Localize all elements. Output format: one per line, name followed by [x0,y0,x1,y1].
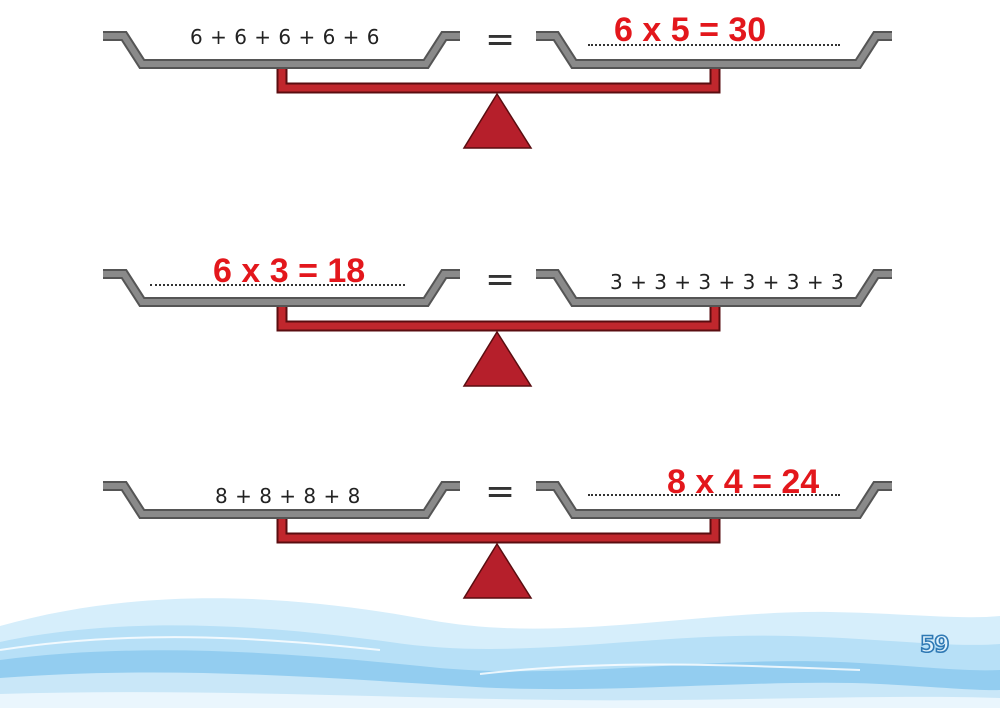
answer-line [588,44,840,46]
balance-scale-frame [103,481,892,599]
balance-scale-3: 8 + 8 + 8 + 8 = 8 x 4 = 24 [0,465,1000,634]
answer-line [588,494,840,496]
equals-sign: = [485,471,516,512]
balance-scale-1: 6 + 6 + 6 + 6 + 6 = 6 x 5 = 30 [0,13,1000,184]
left-expression: 6 + 6 + 6 + 6 + 6 [190,25,381,49]
triangle-fulcrum-icon [462,542,533,599]
page-number: 59 [919,632,950,659]
equals-sign: = [485,259,516,300]
answer-line [150,284,405,286]
right-answer[interactable]: 6 x 5 = 30 [614,11,767,49]
balance-scale-2: 6 x 3 = 18 = 3 + 3 + 3 + 3 + 3 + 3 [0,254,1000,422]
right-answer[interactable]: 8 x 4 = 24 [667,463,820,501]
right-expression: 3 + 3 + 3 + 3 + 3 + 3 [610,270,845,294]
triangle-fulcrum-icon [462,330,533,387]
left-answer[interactable]: 6 x 3 = 18 [213,252,366,290]
balance-scale-frame [103,269,892,387]
decorative-waves [0,598,1000,708]
equals-sign: = [485,19,516,60]
triangle-fulcrum-icon [462,92,533,149]
left-expression: 8 + 8 + 8 + 8 [215,484,361,508]
balance-scale-frame [103,31,892,149]
